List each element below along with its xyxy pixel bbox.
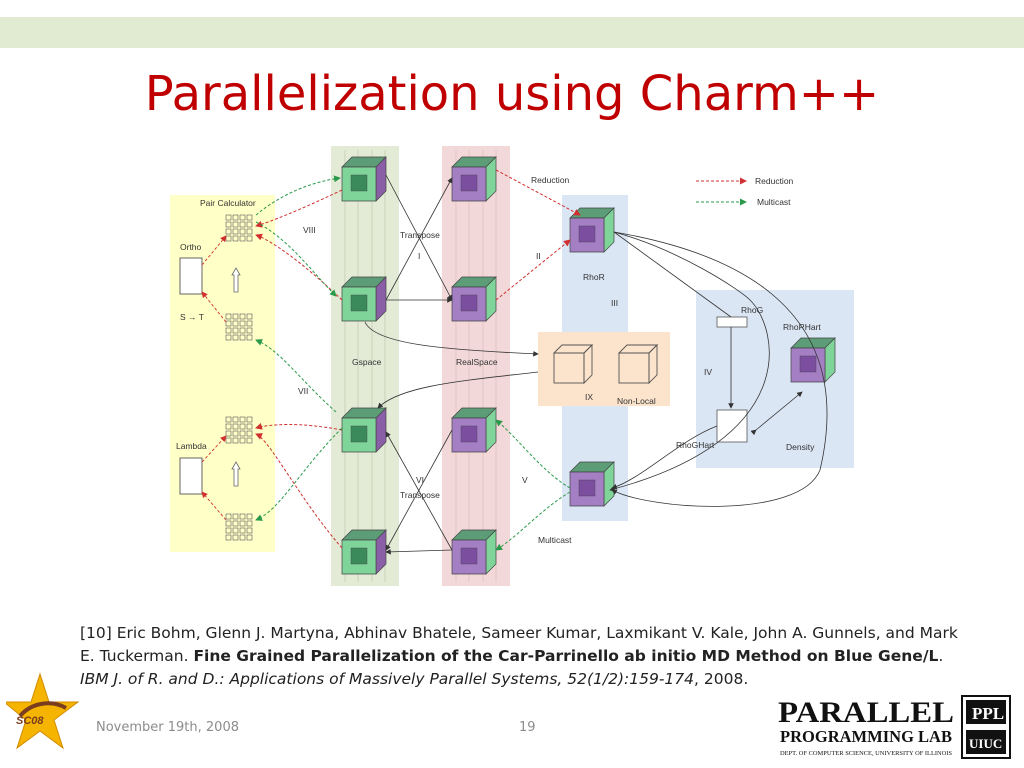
phase-label-vi: VI	[416, 475, 424, 485]
s-to-t-label: S → T	[180, 312, 204, 322]
ppl-box-bottom: UIUC	[969, 736, 1002, 751]
ppl-logo-main: PARALLEL	[778, 696, 954, 729]
realspace-region	[442, 146, 510, 586]
multicast-label: Multicast	[538, 535, 572, 545]
legend-multicast-label: Multicast	[757, 197, 791, 207]
phase-label-vii: VII	[298, 386, 308, 396]
ortho-label: Ortho	[180, 242, 202, 252]
pair-calculator-label: Pair Calculator	[200, 198, 256, 208]
ppl-logo-dept: DEPT. OF COMPUTER SCIENCE, UNIVERSITY OF…	[780, 750, 952, 757]
citation-authors: [10] Eric Bohm, Glenn J. Martyna, Abhina…	[80, 624, 958, 665]
gspace-region	[331, 146, 399, 586]
citation-year: , 2008.	[694, 670, 749, 688]
density-label: Density	[786, 442, 815, 452]
ppl-logo: PARALLEL PROGRAMMING LAB DEPT. OF COMPUT…	[778, 695, 1011, 759]
rhor-cube	[569, 207, 615, 253]
up-arrow-icon	[231, 267, 241, 293]
rhoghart-label: RhoGHart	[676, 440, 715, 450]
phase-label-v: V	[522, 475, 528, 485]
gspace-cube	[341, 529, 387, 575]
realspace-label: RealSpace	[456, 357, 498, 367]
citation-journal: IBM J. of R. and D.: Applications of Mas…	[80, 670, 695, 688]
page-number: 19	[519, 720, 536, 735]
realspace-cube	[451, 407, 497, 453]
realspace-cube	[451, 156, 497, 202]
citation: [10] Eric Bohm, Glenn J. Martyna, Abhina…	[80, 624, 958, 688]
sc08-badge-text: SC08	[16, 715, 44, 727]
rhorhart-label: RhoRHart	[783, 322, 821, 332]
lambda-box	[179, 457, 203, 495]
rhog-box	[716, 316, 748, 328]
phase-label-iii: III	[611, 298, 618, 308]
gspace-cube	[341, 276, 387, 322]
transpose-top-label: Transpose	[400, 230, 440, 240]
ppl-box-top: PPL	[972, 704, 1004, 723]
top-accent-bar	[0, 17, 1024, 48]
rhor-cube	[569, 461, 615, 507]
up-arrow-icon	[231, 461, 241, 487]
realspace-cube	[451, 529, 497, 575]
star-icon	[6, 672, 80, 750]
slide-title: Parallelization using Charm++	[144, 66, 880, 122]
phase-label-ii: II	[536, 251, 541, 261]
phase-label-ix: IX	[585, 392, 593, 402]
citation-title: Fine Grained Parallelization of the Car-…	[193, 647, 939, 665]
lambda-label: Lambda	[176, 441, 207, 451]
ppl-logo-sub: PROGRAMMING LAB	[780, 727, 952, 746]
rhorhart-cube	[790, 337, 836, 383]
transpose-bottom-label: Transpose	[400, 490, 440, 500]
rhor-label: RhoR	[583, 272, 605, 282]
ortho-box	[179, 257, 203, 295]
gspace-cube	[341, 407, 387, 453]
reduction-label: Reduction	[531, 175, 570, 185]
non-local-label: Non-Local	[617, 396, 656, 406]
gspace-cube	[341, 156, 387, 202]
phase-label-iv: IV	[704, 367, 712, 377]
nonlocal-region	[538, 332, 670, 406]
rhog-label: RhoG	[741, 305, 763, 315]
phase-label-i: I	[418, 251, 420, 261]
charm-parallelization-diagram: Pair Calculator Ortho S → T Lambda	[170, 146, 854, 586]
realspace-cube	[451, 276, 497, 322]
rhoghart-box	[716, 409, 748, 443]
gspace-label: Gspace	[352, 357, 382, 367]
sc08-logo: SC08	[6, 672, 80, 750]
footer-date: November 19th, 2008	[96, 720, 239, 735]
phase-label-viii: VIII	[303, 225, 316, 235]
legend-reduction-label: Reduction	[755, 176, 794, 186]
